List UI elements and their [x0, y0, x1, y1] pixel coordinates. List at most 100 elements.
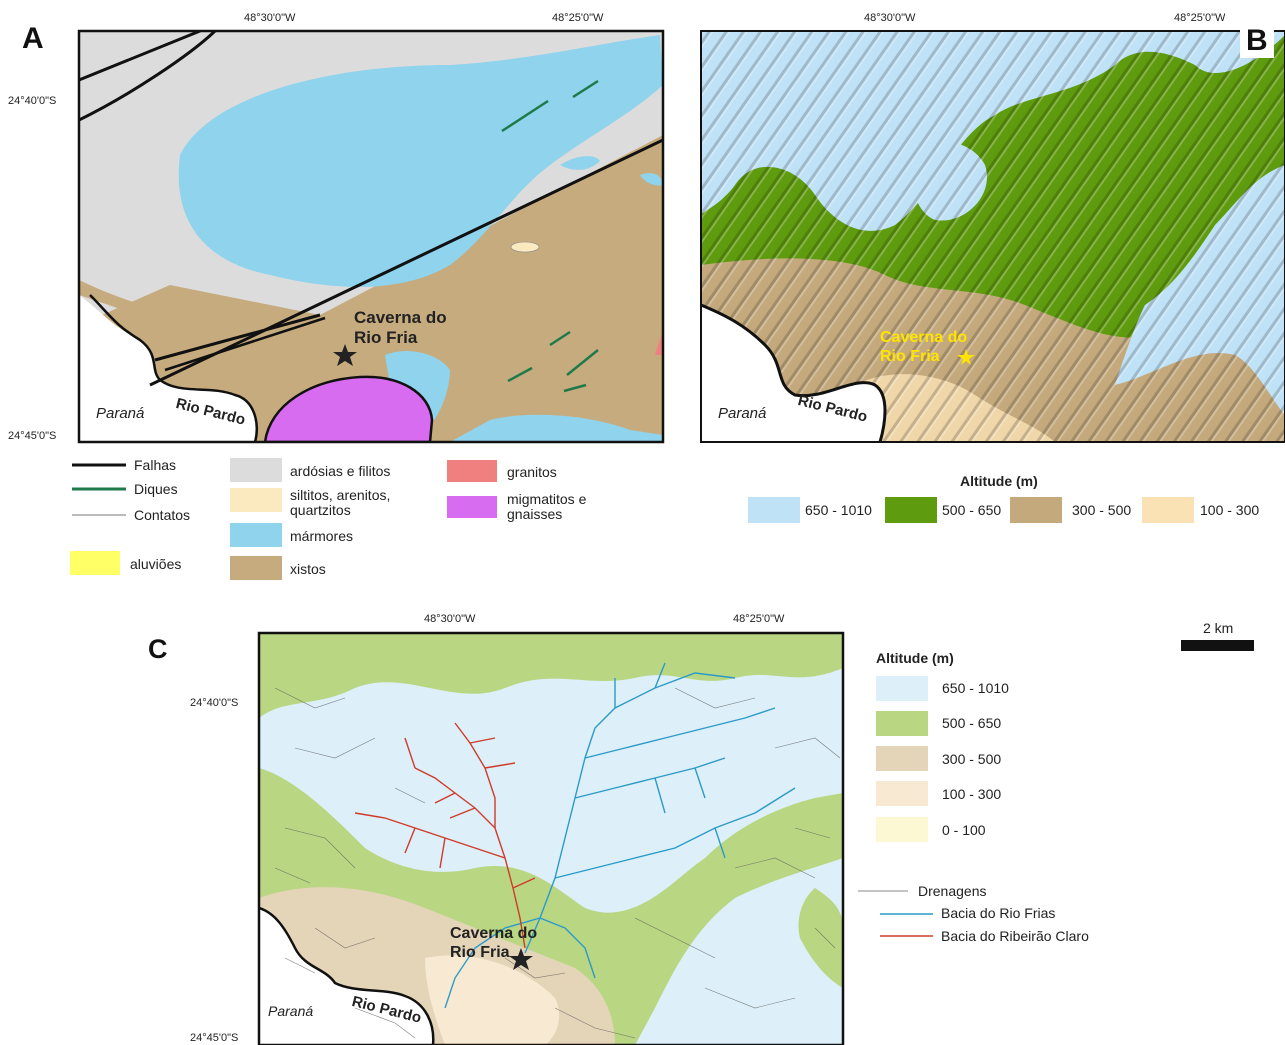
panel-b-state-label: Paraná [718, 405, 767, 422]
band-500-650 [259, 633, 843, 718]
legend-b-title: Altitude (m) [960, 473, 1038, 489]
panel-a-lat-bottom: 24°45'0"S [8, 430, 57, 442]
legend-c-claro: Bacia do Ribeirão Claro [941, 928, 1089, 944]
fault-line [79, 31, 217, 122]
legend-a-marmores: mármores [290, 528, 354, 544]
marmores-south-east [450, 414, 663, 442]
dike-line [501, 99, 549, 133]
legend-a-swatch-siltitos [230, 488, 282, 512]
panel-a-lon-right: 48°25'0"W [552, 12, 604, 24]
legend-a-line-samples [72, 463, 126, 516]
legend-c-swatch-650 [876, 676, 928, 701]
legend-b-label-500: 500 - 650 [942, 502, 1002, 518]
legend-b-label-300: 300 - 500 [1072, 502, 1132, 518]
panel-a-cave-label: Caverna do Rio Fria [354, 308, 447, 347]
fault-line [79, 31, 201, 82]
band-500-650 [798, 888, 843, 988]
fault-line [149, 138, 663, 387]
dike-line [507, 366, 533, 383]
parana-area [701, 305, 885, 442]
legend-c-drenagens: Drenagens [918, 883, 987, 899]
scale-bar [1181, 640, 1254, 651]
legend-a-xistos: xistos [290, 561, 326, 577]
panel-a-lat-top: 24°40'0"S [8, 95, 57, 107]
legend-a-swatch-ardosias [230, 458, 282, 482]
legend-c-swatch-500 [876, 711, 928, 736]
panel-a-letter: A [22, 22, 44, 55]
legend-a-diques: Diques [134, 481, 178, 497]
xistos-unit [79, 135, 663, 442]
legend-c-label-500: 500 - 650 [942, 715, 1002, 731]
fault-line [164, 316, 326, 372]
panel-c-lon-right: 48°25'0"W [733, 613, 785, 625]
rio-pardo-line [701, 303, 887, 442]
legend-c-swatch-0 [876, 817, 928, 842]
band-100-300 [425, 955, 560, 1045]
marmores-south [385, 350, 450, 425]
drainage-network [274, 687, 841, 1039]
rio-pardo-line [259, 906, 435, 1045]
marmores-lens [560, 156, 600, 170]
legend-a-ardosias: ardósias e filitos [290, 463, 391, 479]
legend-b-swatch-300 [1010, 497, 1062, 523]
legend-a-granitos: granitos [507, 464, 557, 480]
dike-line [549, 330, 571, 347]
legend-a-contatos: Contatos [134, 507, 191, 523]
legend-a-aluvioes: aluviões [130, 556, 182, 572]
legend-a-swatch-granitos [447, 460, 497, 482]
fault-line [154, 313, 321, 362]
drainage-map [257, 631, 845, 1045]
dike-line [566, 349, 599, 376]
cave-star [333, 344, 357, 366]
dike-line [572, 79, 599, 99]
panel-a-lon-left: 48°30'0"W [244, 12, 296, 24]
legend-b-swatch-500 [885, 497, 937, 523]
parana-area [79, 295, 257, 442]
legend-b-swatch-650 [748, 497, 800, 523]
scale-bar-label: 2 km [1203, 620, 1234, 636]
geologic-map [77, 29, 665, 444]
panel-c-lat-bottom: 24°45'0"S [190, 1032, 239, 1044]
migmatitos-body [263, 375, 434, 442]
panel-a-state-label: Paraná [96, 405, 145, 422]
legend-c-label-650: 650 - 1010 [942, 680, 1009, 696]
marmores-lens [640, 173, 663, 186]
legend-a-swatch-marmores [230, 523, 282, 547]
legend-a-swatch-migmatitos [447, 496, 497, 518]
hillshade-altitude-map [700, 30, 1285, 443]
panel-c-letter: C [148, 634, 168, 664]
panel-b-lon-right: 48°25'0"W [1174, 12, 1226, 24]
legend-c-swatch-100 [876, 781, 928, 806]
legend-c-title: Altitude (m) [876, 650, 954, 666]
panel-c-lon-left: 48°30'0"W [424, 613, 476, 625]
legend-c-label-300: 300 - 500 [942, 751, 1002, 767]
legend-c-line-samples [858, 890, 933, 937]
legend-a-aluvioes-swatch [70, 551, 120, 575]
legend-a-siltitos: siltitos, arenitos, quartzitos [290, 487, 391, 518]
panel-c-lat-top: 24°40'0"S [190, 697, 239, 709]
legend-c-frias: Bacia do Rio Frias [941, 905, 1056, 921]
marmores-body-north [178, 35, 663, 287]
cave-star [957, 349, 975, 365]
legend-c-label-100: 100 - 300 [942, 786, 1002, 802]
granitos-body [655, 330, 663, 355]
bacia-ribeirao-claro [354, 722, 536, 949]
panel-b-cave-label: Caverna do Rio Fria [880, 329, 968, 365]
panel-b-lon-left: 48°30'0"W [864, 12, 916, 24]
parana-area [259, 908, 434, 1045]
panel-c-state-label: Paraná [268, 1003, 314, 1019]
legend-b-swatch-100 [1142, 497, 1194, 523]
legend-c-label-0: 0 - 100 [942, 822, 986, 838]
cave-star [509, 948, 533, 970]
legend-b-label-650: 650 - 1010 [805, 502, 872, 518]
legend-a-migmatitos: migmatitos e gnaisses [507, 491, 587, 522]
bacia-rio-frias [444, 662, 796, 1009]
legend-b-label-100: 100 - 300 [1200, 502, 1260, 518]
legend-a-falhas: Falhas [134, 457, 177, 473]
legend-a-swatch-xistos [230, 556, 282, 580]
dike-line [563, 383, 587, 393]
siltitos-lens [510, 241, 540, 253]
panel-b-letter: B [1240, 24, 1274, 58]
legend-c-swatch-300 [876, 746, 928, 771]
panel-c-cave-label: Caverna do Rio Fria [450, 925, 538, 961]
